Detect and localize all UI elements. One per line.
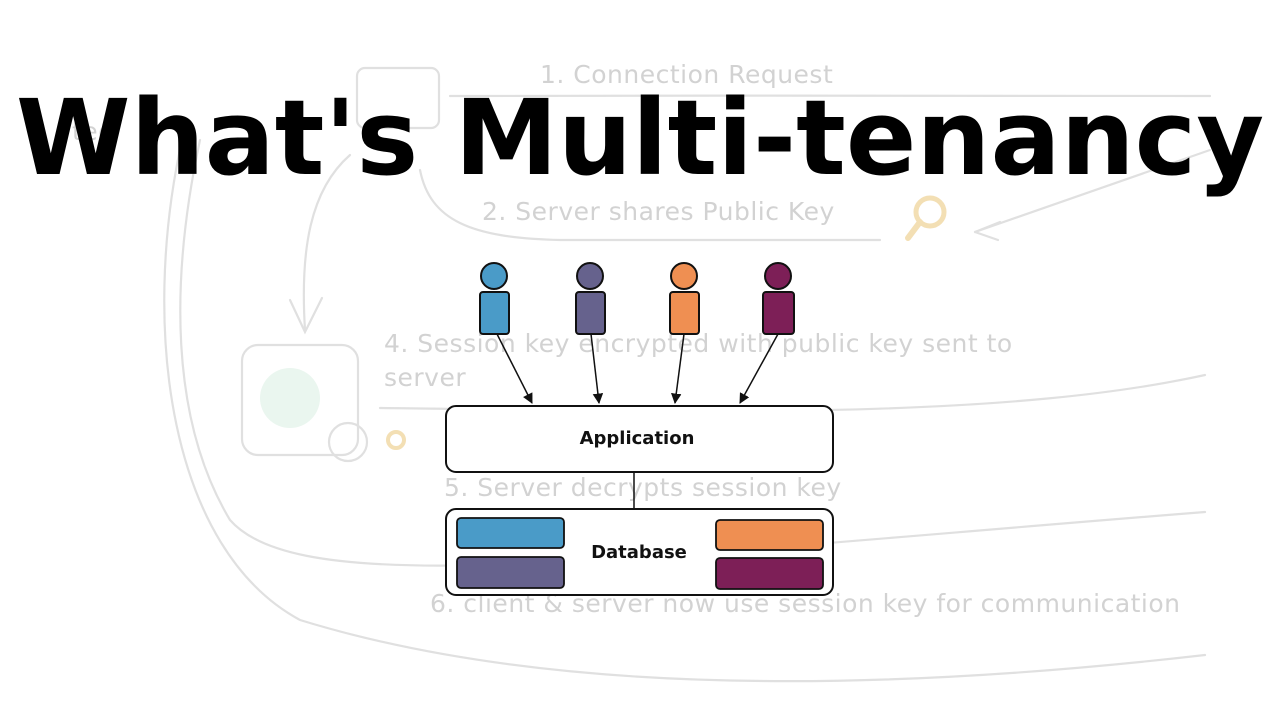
bg-line <box>302 153 352 332</box>
arrow-user2-to-app <box>590 333 604 405</box>
tenant-data-block-4 <box>715 557 824 590</box>
application-label: Application <box>580 428 695 449</box>
bg-step2-text: 2. Server shares Public Key <box>482 197 835 226</box>
bg-left-fragment-text: ted <box>72 117 115 146</box>
page-title: What's Multi-tenancy <box>15 77 1265 199</box>
database-label: Database <box>591 542 687 563</box>
arrow-user1-to-app <box>496 333 533 404</box>
tenant-user-2 <box>575 262 606 335</box>
bg-box <box>355 66 441 130</box>
bg-line <box>448 94 1212 98</box>
arrow-user4-to-app <box>739 333 779 404</box>
bg-step5-text: 5. Server decrypts session key <box>444 473 842 502</box>
user-body-icon <box>575 291 606 335</box>
user-head-icon <box>670 262 698 290</box>
tenant-data-block-3 <box>715 519 824 551</box>
bg-line <box>163 138 1207 683</box>
application-box <box>445 405 834 473</box>
tenant-user-3 <box>669 262 700 335</box>
bg-arrowhead <box>288 296 324 335</box>
bg-key-icon-small <box>386 430 406 450</box>
bg-step1-text: 1. Connection Request <box>540 60 833 89</box>
bg-step4-text-line2: server <box>384 363 466 392</box>
tenant-user-4 <box>762 262 795 335</box>
user-head-icon <box>576 262 604 290</box>
user-body-icon <box>762 291 795 335</box>
tenant-data-block-1 <box>456 517 565 549</box>
user-head-icon <box>480 262 508 290</box>
tenant-data-block-2 <box>456 556 565 589</box>
user-body-icon <box>669 291 700 335</box>
user-head-icon <box>764 262 792 290</box>
bg-key-icon <box>260 368 320 428</box>
bg-key-box <box>240 343 360 457</box>
bg-lock-icon <box>327 421 369 463</box>
bg-line <box>973 148 1212 234</box>
tenant-user-1 <box>479 262 510 335</box>
user-body-icon <box>479 291 510 335</box>
bg-line <box>418 168 882 242</box>
arrow-user3-to-app <box>671 333 685 405</box>
bg-arrowhead <box>973 220 1002 242</box>
bg-key-stem <box>905 219 923 241</box>
bg-key-icon-faint <box>913 195 947 229</box>
